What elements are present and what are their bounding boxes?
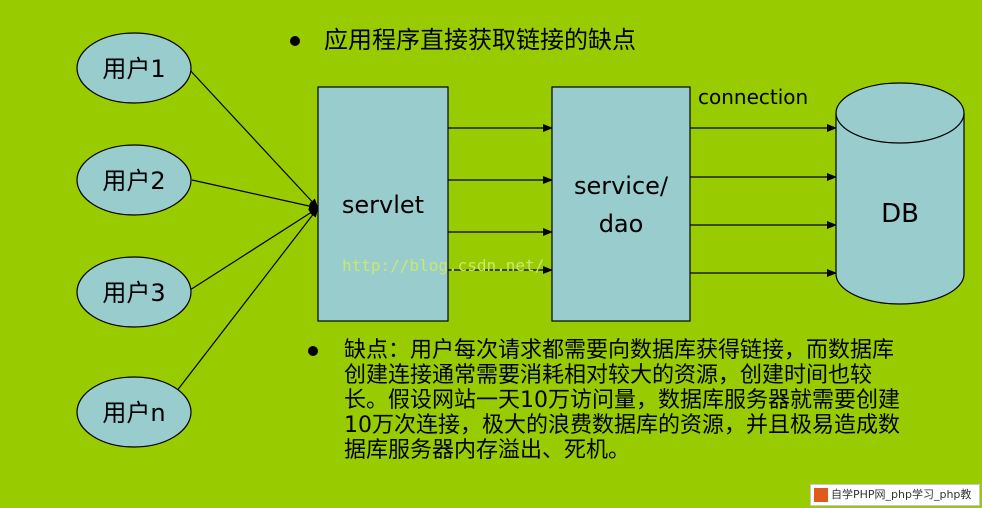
site-badge: 自学PHP网_php学习_php教 <box>810 484 980 506</box>
bullet-dot-icon <box>308 346 318 356</box>
bullet-dot-icon <box>290 36 300 46</box>
title-bullet-text: 应用程序直接获取链接的缺点 <box>324 26 636 54</box>
connection-label: connection <box>698 85 808 109</box>
user-label: 用户2 <box>102 167 165 195</box>
watermark-url: http://blog.csdn.net/ <box>342 256 544 275</box>
dao-label: dao <box>599 210 644 238</box>
db-label: DB <box>881 199 919 229</box>
user2-to-servlet-arrow <box>191 179 319 210</box>
user1-to-servlet-arrow <box>187 67 319 209</box>
site-logo-icon <box>814 488 828 502</box>
service-label: service/ <box>574 172 669 200</box>
user-node-1: 用户1 <box>76 32 192 104</box>
title-bullet: 应用程序直接获取链接的缺点 <box>290 20 636 55</box>
user-label: 用户n <box>102 399 165 427</box>
description-bullet: 缺点：用户每次请求都需要向数据库获得链接，而数据库创建连接通常需要消耗相对较大的… <box>308 338 908 463</box>
user-node-3: 用户3 <box>76 256 192 328</box>
servlet-box: servlet <box>317 86 449 322</box>
servlet-label: servlet <box>342 191 424 219</box>
usern-to-servlet-arrow <box>175 207 319 393</box>
user3-to-servlet-arrow <box>189 207 319 291</box>
service-dao-box: service/ dao <box>551 86 691 322</box>
database-cylinder: DB <box>835 82 965 305</box>
site-badge-text: 自学PHP网_php学习_php教 <box>831 488 972 501</box>
user-node-n: 用户n <box>76 376 192 448</box>
user-label: 用户1 <box>102 55 165 83</box>
description-bullet-text: 缺点：用户每次请求都需要向数据库获得链接，而数据库创建连接通常需要消耗相对较大的… <box>344 338 900 463</box>
user-label: 用户3 <box>102 279 165 307</box>
user-node-2: 用户2 <box>76 144 192 216</box>
